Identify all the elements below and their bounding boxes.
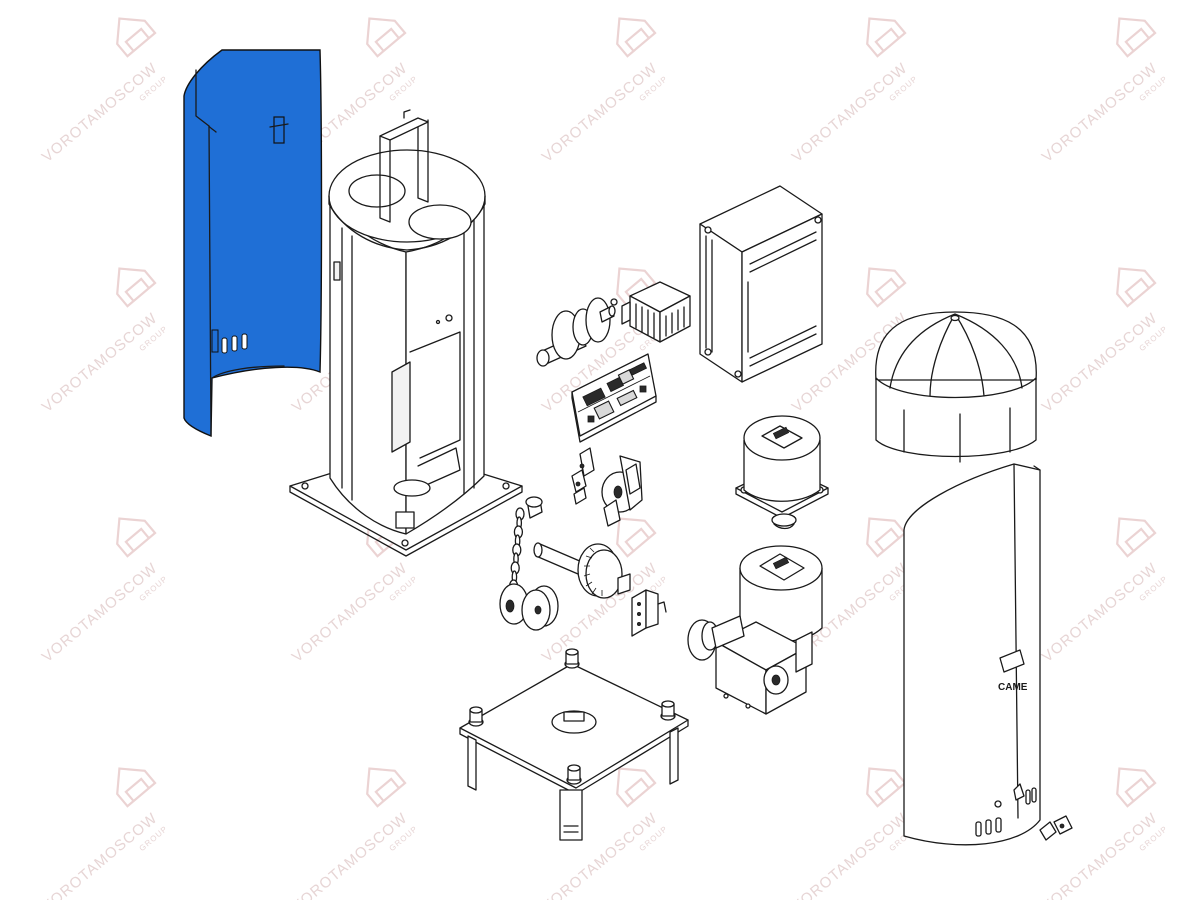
vent-slot <box>995 817 1002 833</box>
watermark-logo-icon <box>1116 767 1157 808</box>
watermark-logo-icon <box>616 767 657 808</box>
watermark-text: VOROTAMOSCOW <box>1039 310 1161 416</box>
watermark-text: VOROTAMOSCOW <box>39 560 161 666</box>
anchor-nut <box>566 764 582 785</box>
watermark-text: VOROTAMOSCOW <box>289 810 411 900</box>
watermark-logo-icon <box>366 17 407 58</box>
vent-slot <box>985 819 992 835</box>
rear-cover-shell <box>183 49 323 438</box>
frame-hole-right <box>408 204 472 240</box>
control-box[interactable] <box>699 185 823 383</box>
watermark-text: VOROTAMOSCOW <box>39 60 161 166</box>
front-cover-shell <box>903 463 1041 846</box>
dome-cap[interactable] <box>875 311 1037 463</box>
watermark-logo-icon <box>116 517 157 558</box>
watermark-logo-icon <box>866 17 907 58</box>
drive-shaft-gear[interactable] <box>521 496 631 631</box>
rear-cover-latch <box>273 116 285 144</box>
watermark-text: VOROTAMOSCOW <box>789 810 911 900</box>
control-board[interactable] <box>571 353 657 443</box>
frame-handle-right <box>417 119 429 203</box>
watermark-logo-icon <box>116 267 157 308</box>
watermark-text: VOROTAMOSCOW <box>539 810 661 900</box>
bracket[interactable] <box>631 589 667 637</box>
control-box-front <box>741 213 823 383</box>
watermark-logo-icon <box>1116 267 1157 308</box>
frame-handle-top <box>379 117 429 141</box>
watermark-logo-icon <box>116 767 157 808</box>
vent-slot <box>221 337 228 354</box>
anchor-leg <box>559 789 583 841</box>
transformer[interactable] <box>610 281 691 343</box>
anchor-nut <box>660 700 676 721</box>
watermark-logo-icon <box>1116 517 1157 558</box>
brand-label: CAME <box>998 682 1028 693</box>
dome-top <box>875 311 1037 381</box>
anchor-plate[interactable] <box>459 648 689 841</box>
watermark-logo-icon <box>616 17 657 58</box>
watermark-text: VOROTAMOSCOW <box>39 310 161 416</box>
watermark-logo-icon <box>116 17 157 58</box>
front-cover-panel[interactable]: CAME <box>903 463 1041 846</box>
upright-frame[interactable] <box>289 109 523 557</box>
anchor-leg <box>669 727 679 785</box>
watermark-text: VOROTAMOSCOW <box>1039 560 1161 666</box>
watermark-text: VOROTAMOSCOW <box>1039 60 1161 166</box>
anchor-nut <box>468 706 484 727</box>
vent-slot <box>975 821 982 837</box>
brand-badge <box>999 649 1025 673</box>
watermark-logo-icon <box>1116 17 1157 58</box>
frame-handle-left <box>379 135 391 223</box>
lock-key[interactable] <box>1039 815 1073 841</box>
chain-sprocket-hub <box>505 599 515 613</box>
anchor-nut <box>564 648 580 669</box>
pulley-shaft[interactable] <box>536 297 616 367</box>
chain[interactable] <box>499 507 529 625</box>
watermark-logo-icon <box>866 767 907 808</box>
rear-cover-panel[interactable] <box>183 49 323 438</box>
watermark-text: VOROTAMOSCOW <box>789 60 911 166</box>
keyhole[interactable] <box>994 800 1002 808</box>
limit-switch-cams[interactable] <box>571 447 643 527</box>
watermark-logo-icon <box>866 267 907 308</box>
vent-slot <box>241 333 248 350</box>
watermark-text: VOROTAMOSCOW <box>539 60 661 166</box>
watermark-logo-icon <box>616 517 657 558</box>
gearmotor[interactable] <box>687 545 823 715</box>
rear-cover-seam <box>195 69 212 437</box>
watermark-text: VOROTAMOSCOW <box>39 810 161 900</box>
rear-cover-lower-edge <box>211 365 285 379</box>
watermark-logo-icon <box>366 767 407 808</box>
dome-band <box>875 377 1037 458</box>
encoder-motor[interactable] <box>735 415 829 530</box>
anchor-leg <box>467 735 477 791</box>
vent-slot <box>231 335 238 352</box>
frame-hole-left <box>348 174 406 208</box>
watermark-text: VOROTAMOSCOW <box>289 560 411 666</box>
watermark-logo-icon <box>866 517 907 558</box>
